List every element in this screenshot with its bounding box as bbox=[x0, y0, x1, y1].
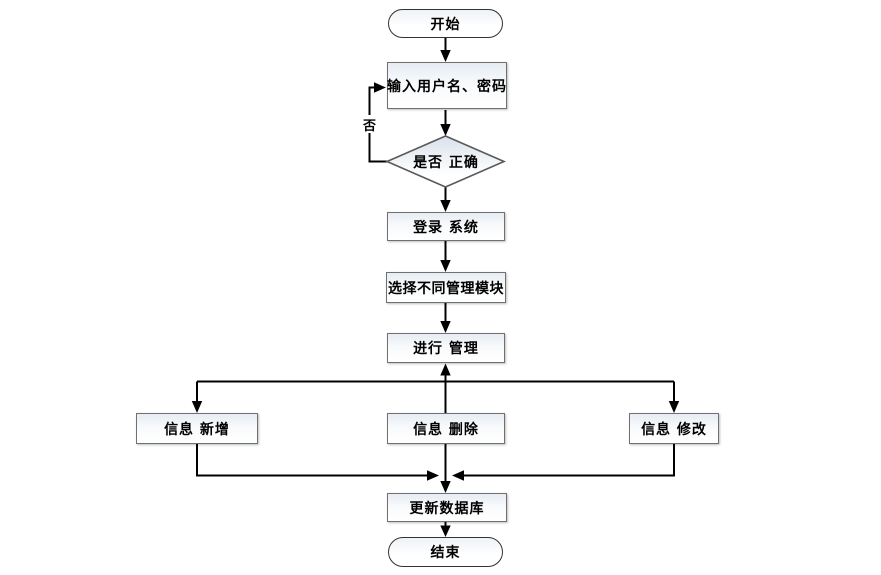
edge-modify-to-merge bbox=[452, 444, 675, 481]
edge-start-to-input bbox=[440, 38, 451, 62]
edge-login-to-select bbox=[440, 241, 451, 272]
edge-branch-to-add bbox=[191, 381, 203, 413]
edge-label-no: 否 bbox=[360, 115, 379, 134]
node-input-credentials: 输入用户名、密码 bbox=[387, 62, 507, 109]
node-select-module: 选择不同管理模块 bbox=[386, 272, 506, 303]
edge-input-to-decision bbox=[440, 110, 451, 136]
node-decision-correct: 是否 正确 bbox=[413, 154, 479, 171]
edge-decision-to-login bbox=[440, 187, 451, 212]
edge-branch-to-modify bbox=[668, 381, 680, 413]
node-update-database: 更新数据库 bbox=[387, 493, 507, 522]
node-login-system: 登录 系统 bbox=[387, 212, 505, 241]
node-info-delete: 信息 删除 bbox=[387, 413, 505, 444]
edge-select-to-manage bbox=[440, 303, 451, 333]
node-end: 结束 bbox=[388, 537, 503, 567]
edge-branch-center bbox=[197, 363, 674, 413]
edge-update-to-end bbox=[440, 522, 451, 537]
node-info-add: 信息 新增 bbox=[136, 413, 258, 444]
node-perform-management: 进行 管理 bbox=[387, 333, 505, 363]
decision-diamond-shape bbox=[384, 135, 507, 188]
node-info-modify: 信息 修改 bbox=[629, 413, 719, 444]
node-start: 开始 bbox=[388, 9, 503, 38]
edge-add-to-merge bbox=[196, 444, 439, 481]
edge-merge-to-update bbox=[440, 444, 451, 493]
